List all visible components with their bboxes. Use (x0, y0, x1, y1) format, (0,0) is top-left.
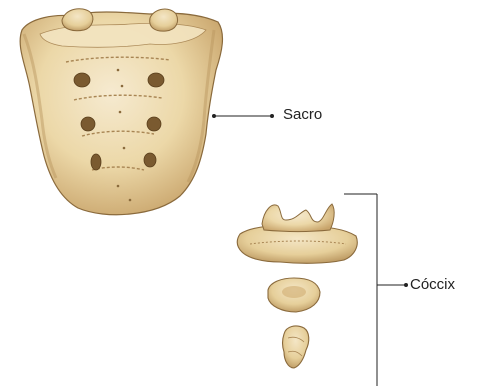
coccyx-illustration (237, 204, 357, 368)
sacral-foramen-1-left (74, 73, 90, 87)
coccyx-bracket (344, 194, 408, 386)
coccyx-leader-dot (404, 283, 408, 287)
sacrum-leader (212, 114, 274, 118)
coccyx-cornua (262, 204, 334, 232)
sacrum-left-articular-process (62, 9, 93, 31)
coccyx-segment-3 (283, 326, 309, 368)
sacral-foramen-3-left (91, 154, 101, 170)
sacral-foramen-2-left (81, 117, 95, 131)
sacrum-right-articular-process (150, 9, 178, 31)
label-coccyx: Cóccix (410, 276, 455, 293)
sacrum-illustration (20, 9, 222, 215)
label-sacrum: Sacro (283, 106, 322, 123)
sacral-foramen-3-right (144, 153, 156, 167)
sacral-foramen-2-right (147, 117, 161, 131)
sacral-foramen-1-right (148, 73, 164, 87)
